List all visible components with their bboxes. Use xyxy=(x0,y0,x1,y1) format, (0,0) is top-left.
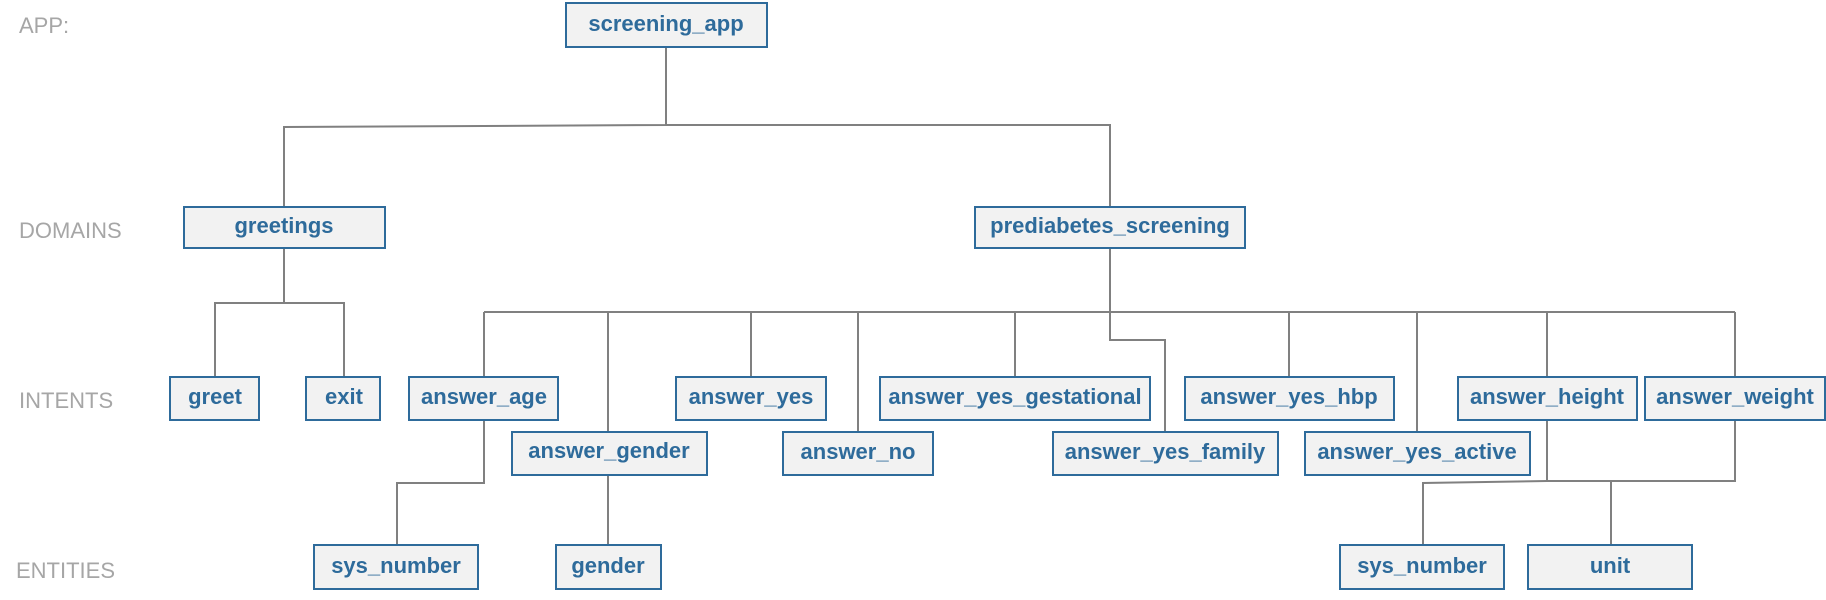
node-label: prediabetes_screening xyxy=(990,213,1230,238)
node-label: unit xyxy=(1590,553,1631,578)
level-labels: APP: DOMAINS INTENTS ENTITIES xyxy=(16,13,122,583)
node-answer-yes-active[interactable]: answer_yes_active xyxy=(1304,431,1531,476)
node-gender[interactable]: gender xyxy=(555,544,662,590)
edge-app-prediabetes xyxy=(666,124,1111,207)
edge-height-weight-bus xyxy=(1546,420,1736,482)
node-greetings[interactable]: greetings xyxy=(183,206,386,249)
level-label-entities: ENTITIES xyxy=(16,558,115,583)
edge-app-greetings xyxy=(283,48,667,207)
node-answer-weight[interactable]: answer_weight xyxy=(1644,376,1826,421)
node-answer-yes-gestational[interactable]: answer_yes_gestational xyxy=(879,376,1151,421)
edge-greetings-greet xyxy=(214,248,285,377)
node-label: answer_weight xyxy=(1656,384,1814,409)
node-label: screening_app xyxy=(588,11,743,36)
node-label: gender xyxy=(571,553,645,578)
level-label-domains: DOMAINS xyxy=(19,218,122,243)
node-answer-age[interactable]: answer_age xyxy=(408,376,559,421)
node-screening-app[interactable]: screening_app xyxy=(565,2,768,48)
node-answer-gender[interactable]: answer_gender xyxy=(511,431,708,476)
node-answer-height[interactable]: answer_height xyxy=(1457,376,1638,421)
node-label: answer_gender xyxy=(528,438,690,463)
node-answer-yes[interactable]: answer_yes xyxy=(675,376,827,421)
node-label: answer_yes_family xyxy=(1065,439,1266,464)
node-prediabetes-screening[interactable]: prediabetes_screening xyxy=(974,206,1246,249)
node-exit[interactable]: exit xyxy=(305,376,381,421)
node-label: answer_no xyxy=(801,439,916,464)
node-label: answer_yes xyxy=(689,384,814,409)
edge-to-unit xyxy=(1547,480,1612,545)
node-label: greetings xyxy=(234,213,333,238)
level-label-intents: INTENTS xyxy=(19,388,113,413)
node-sys-number-age[interactable]: sys_number xyxy=(313,544,479,590)
node-label: sys_number xyxy=(331,553,461,578)
node-label: greet xyxy=(188,384,242,409)
edge-greetings-exit xyxy=(284,302,345,377)
node-unit[interactable]: unit xyxy=(1527,544,1693,590)
node-greet[interactable]: greet xyxy=(169,376,260,421)
node-sys-number-height[interactable]: sys_number xyxy=(1339,544,1505,590)
node-label: answer_age xyxy=(421,384,547,409)
node-answer-yes-hbp[interactable]: answer_yes_hbp xyxy=(1184,376,1395,421)
edge-to-answer-yes-family xyxy=(1109,312,1166,432)
node-answer-no[interactable]: answer_no xyxy=(782,431,934,476)
node-label: answer_yes_active xyxy=(1317,439,1516,464)
node-label: sys_number xyxy=(1357,553,1487,578)
level-label-app: APP: xyxy=(19,13,69,38)
edges xyxy=(214,48,1736,545)
edge-to-sys-number-right xyxy=(1422,480,1548,545)
edge-age-sysnumber xyxy=(396,420,485,545)
node-label: answer_yes_gestational xyxy=(888,384,1141,409)
node-label: exit xyxy=(325,384,364,409)
node-answer-yes-family[interactable]: answer_yes_family xyxy=(1052,431,1279,476)
node-label: answer_height xyxy=(1470,384,1625,409)
node-label: answer_yes_hbp xyxy=(1200,384,1377,409)
nodes: screening_app greetings prediabetes_scre… xyxy=(169,2,1826,590)
